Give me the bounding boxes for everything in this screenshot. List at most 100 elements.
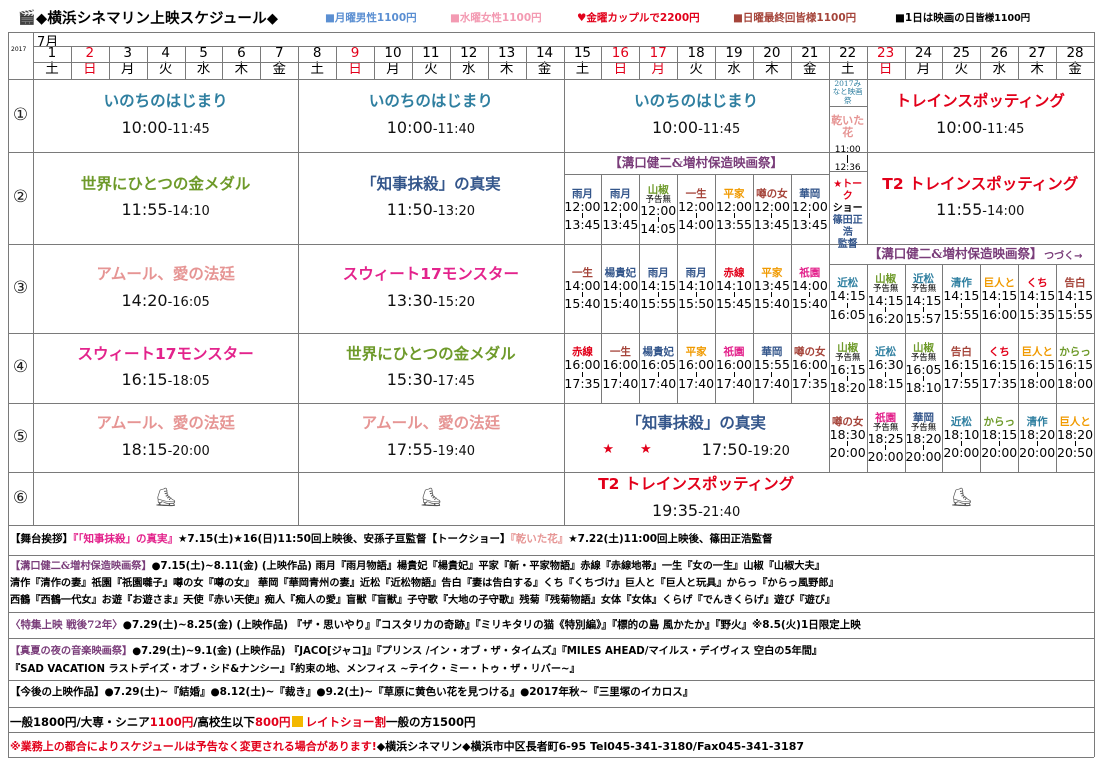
screening-title: 山椒 <box>647 183 669 196</box>
start-time: 14:10 <box>715 277 753 293</box>
cell-sep <box>904 403 906 472</box>
screening-title: 平家 <box>761 266 783 279</box>
end-time: 17:40 <box>678 375 715 391</box>
music-festival-note-line2: 『SAD VACATION ラストデイズ・オブ・シド&ナンシー』『約束の地、メン… <box>10 664 580 675</box>
cell-sep <box>980 333 982 403</box>
start-time: 18:15 <box>981 426 1018 442</box>
cell-sep <box>1018 265 1020 333</box>
end-time: -11:45 <box>698 121 741 137</box>
festival-banner-line <box>828 264 1094 265</box>
weekday-28: 金 <box>1068 61 1082 77</box>
end-time: 15:57 <box>905 310 942 326</box>
movie-title: いのちのはじまり <box>634 92 759 111</box>
end-time: 12:36 <box>834 163 861 174</box>
weekday-7: 金 <box>272 61 287 77</box>
weekday-27: 木 <box>1030 61 1044 77</box>
show-block-r5c[interactable]: 「知事抹殺」の真実★ ★17:50-19:20 <box>564 403 829 472</box>
date-col-line <box>146 46 148 79</box>
talk-show-cell[interactable]: ★トークショー篠田正浩監督 <box>829 179 867 250</box>
showtime: 16:15-18:05 <box>121 371 209 390</box>
start-time: 14:15 <box>640 277 677 293</box>
date-8: 8 <box>312 45 322 61</box>
end-time: -20:00 <box>167 443 210 459</box>
time-separator <box>581 371 583 377</box>
time-separator <box>809 213 811 219</box>
cell-sep <box>601 333 603 403</box>
notes-line <box>8 555 1094 556</box>
start-time: 13:45 <box>753 277 790 293</box>
movie-title: T2 トレインスポッティング <box>882 174 1079 193</box>
start-time: 18:20 <box>905 431 942 447</box>
skate-icon: ⛸ <box>154 487 178 509</box>
talk-line4: 監督 <box>837 239 858 250</box>
start-time: 19:35 <box>651 500 699 520</box>
end-time: 15:40 <box>602 296 639 312</box>
row-label-6: ⑥ <box>12 487 29 508</box>
movie-title: アムール、愛の法廷 <box>361 414 501 433</box>
date-23: 23 <box>876 45 895 61</box>
date-5: 5 <box>199 45 208 61</box>
time-separator <box>847 441 849 447</box>
screening-title: 一生 <box>571 266 593 279</box>
cell-sep <box>1018 403 1020 472</box>
time-separator <box>960 441 962 447</box>
